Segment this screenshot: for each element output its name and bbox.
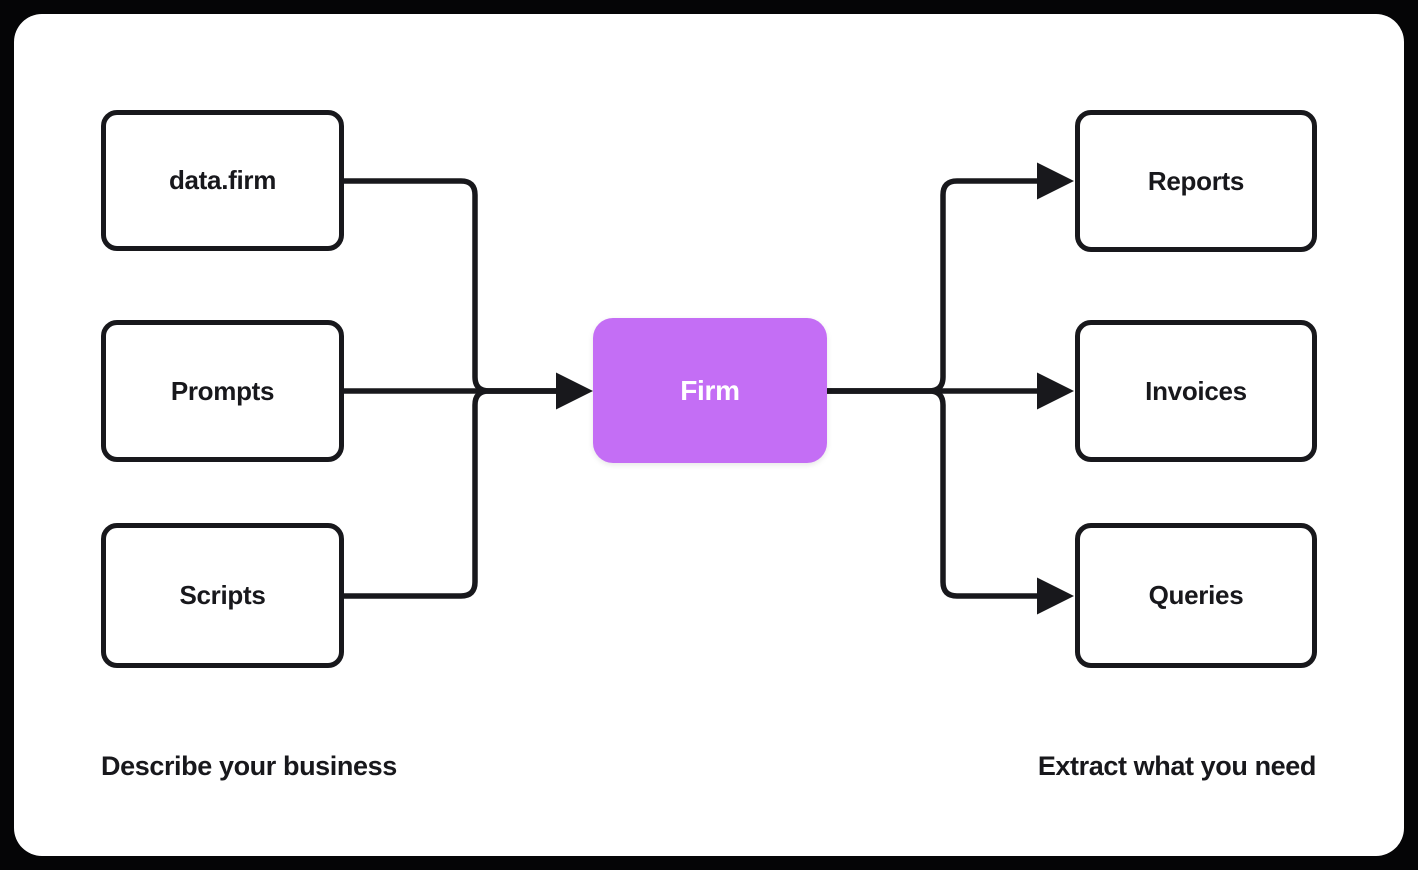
node-invoices-label: Invoices [1145, 375, 1247, 406]
node-invoices: Invoices [1075, 320, 1317, 462]
node-queries-label: Queries [1148, 580, 1244, 610]
node-data-firm: data.firm [101, 110, 344, 251]
node-data-firm-label: data.firm [168, 165, 277, 195]
node-scripts: Scripts [101, 523, 344, 668]
caption-extract-need: Extract what you need [1037, 751, 1317, 781]
node-queries: Queries [1075, 523, 1317, 668]
node-reports: Reports [1075, 110, 1317, 252]
node-firm-label: Firm [680, 374, 740, 406]
node-firm: Firm [593, 318, 827, 463]
node-reports-label: Reports [1147, 165, 1245, 196]
node-scripts-label: Scripts [179, 580, 266, 610]
node-prompts-label: Prompts [170, 375, 275, 406]
caption-describe-business: Describe your business [101, 751, 397, 781]
node-prompts: Prompts [101, 320, 344, 462]
